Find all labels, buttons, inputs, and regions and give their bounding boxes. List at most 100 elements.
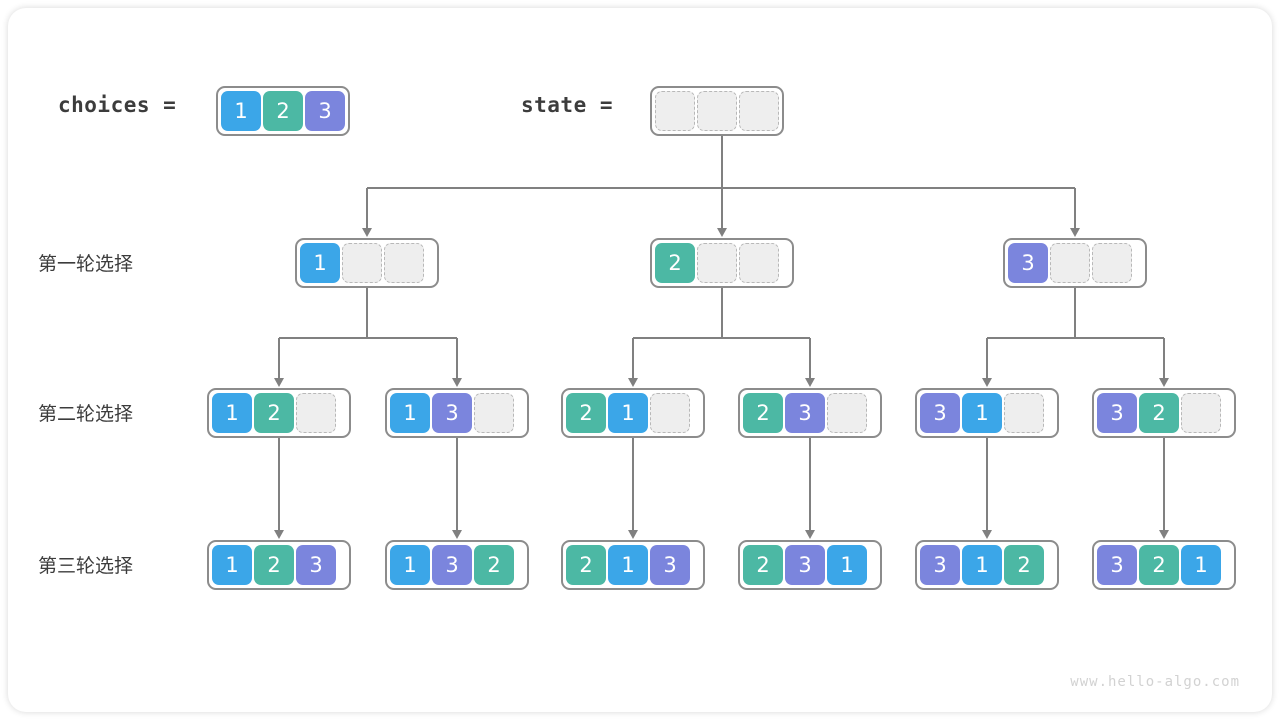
node-cell-empty (296, 393, 336, 433)
row-label-second-round: 第二轮选择 (38, 403, 134, 425)
choices-cell-filled: 2 (263, 91, 303, 131)
node-cell-filled: 1 (212, 393, 252, 433)
node-cell-filled: 3 (1097, 393, 1137, 433)
arrow-to-row3-2 (451, 530, 462, 539)
node-cell-filled: 3 (296, 545, 336, 585)
node-cell-filled: 2 (566, 393, 606, 433)
node-cell-filled: 1 (962, 393, 1002, 433)
node-cell-filled: 3 (1008, 243, 1048, 283)
node-cell-filled: 2 (743, 545, 783, 585)
arrow-to-row2-1 (273, 378, 284, 387)
watermark: www.hello-algo.com (1070, 674, 1240, 690)
state-cell-empty (697, 91, 737, 131)
arrow-to-row2-4 (804, 378, 815, 387)
node-cell-filled: 3 (432, 545, 472, 585)
node-cell-filled: 2 (655, 243, 695, 283)
connector-to-row1-1 (365, 188, 369, 229)
arrow-to-row3-3 (627, 530, 638, 539)
node-cell-filled: 2 (743, 393, 783, 433)
node-cell-filled: 2 (474, 545, 514, 585)
connector-to-row2-6 (1162, 338, 1166, 379)
connector-to-row3-5 (985, 438, 989, 531)
arrow-to-row3-5 (981, 530, 992, 539)
node-cell-empty (697, 243, 737, 283)
node-cell-filled: 1 (300, 243, 340, 283)
node-cell-empty (1181, 393, 1221, 433)
connector-to-row3-3 (631, 438, 635, 531)
connector-bus-row2-2 (633, 336, 810, 340)
connector-row1-2-stem (720, 288, 724, 338)
connector-to-row3-4 (808, 438, 812, 531)
state-node-r1-n2: 2 (650, 238, 794, 288)
node-cell-empty (384, 243, 424, 283)
connector-to-row2-3 (631, 338, 635, 379)
node-cell-empty (474, 393, 514, 433)
connector-bus-row2-3 (987, 336, 1164, 340)
connector-row1-3-stem (1073, 288, 1077, 338)
arrow-to-row3-4 (804, 530, 815, 539)
node-cell-filled: 3 (785, 545, 825, 585)
arrow-to-row2-5 (981, 378, 992, 387)
node-cell-filled: 1 (608, 393, 648, 433)
node-cell-filled: 3 (432, 393, 472, 433)
node-cell-filled: 2 (1004, 545, 1044, 585)
state-cell-empty (739, 91, 779, 131)
connector-to-row2-4 (808, 338, 812, 379)
node-cell-filled: 2 (1139, 393, 1179, 433)
node-cell-filled: 2 (254, 545, 294, 585)
state-cell-empty (655, 91, 695, 131)
connector-to-row2-2 (455, 338, 459, 379)
arrow-to-row3-6 (1158, 530, 1169, 539)
state-node-r1-n3: 3 (1003, 238, 1147, 288)
node-cell-filled: 1 (827, 545, 867, 585)
choices-label: choices = (58, 93, 177, 117)
node-cell-empty (1004, 393, 1044, 433)
choices-cell-filled: 1 (221, 91, 261, 131)
node-cell-filled: 2 (254, 393, 294, 433)
node-cell-filled: 1 (962, 545, 1002, 585)
node-cell-empty (342, 243, 382, 283)
node-cell-filled: 1 (390, 545, 430, 585)
node-cell-empty (1092, 243, 1132, 283)
connector-to-row3-6 (1162, 438, 1166, 531)
node-cell-empty (1050, 243, 1090, 283)
connector-to-row1-2 (720, 188, 724, 229)
node-cell-filled: 3 (1097, 545, 1137, 585)
node-cell-filled: 1 (390, 393, 430, 433)
arrow-to-row3-1 (273, 530, 284, 539)
node-cell-empty (827, 393, 867, 433)
connector-to-row3-1 (277, 438, 281, 531)
node-cell-filled: 3 (650, 545, 690, 585)
row-label-first-round: 第一轮选择 (38, 253, 134, 275)
node-cell-filled: 2 (566, 545, 606, 585)
connector-bus-row2-1 (279, 336, 457, 340)
arrow-to-row1-1 (361, 228, 372, 237)
node-cell-empty (739, 243, 779, 283)
connector-root-stem (720, 136, 724, 188)
node-cell-filled: 3 (920, 393, 960, 433)
node-cell-empty (650, 393, 690, 433)
connector-to-row3-2 (455, 438, 459, 531)
connector-bus-row1 (367, 186, 1075, 190)
state-label: state = (521, 93, 614, 117)
node-cell-filled: 3 (785, 393, 825, 433)
node-cell-filled: 1 (608, 545, 648, 585)
connector-to-row2-1 (277, 338, 281, 379)
node-cell-filled: 2 (1139, 545, 1179, 585)
node-cell-filled: 1 (212, 545, 252, 585)
row-label-third-round: 第三轮选择 (38, 555, 134, 577)
arrow-to-row2-3 (627, 378, 638, 387)
